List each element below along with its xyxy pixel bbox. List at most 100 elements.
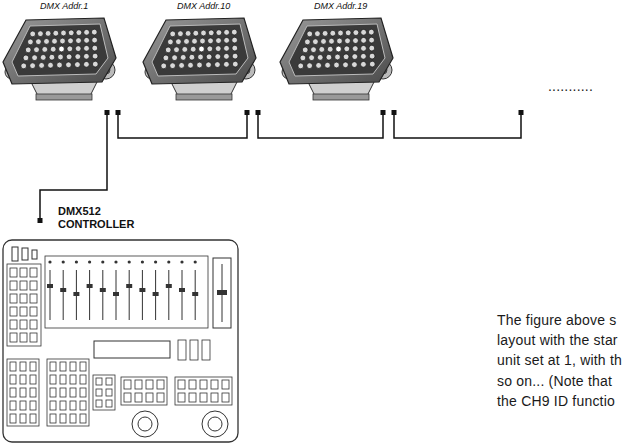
fader-led [62,260,65,263]
led-lens [58,54,64,60]
fader-cap [126,284,132,288]
controller-button [20,307,27,316]
led-lens [38,31,44,37]
terminal-square [38,218,43,223]
controller-button [60,375,66,384]
controller-button [178,393,185,402]
button-panel [121,377,167,405]
led-lens [53,30,59,36]
led-lens [313,39,319,45]
fader-track [89,270,90,320]
led-lens [76,38,82,44]
controller-button [20,401,26,410]
led-lens [91,29,97,35]
led-lens [231,29,237,35]
led-lens [232,37,238,43]
led-lens [319,47,325,53]
led-lens [44,39,50,45]
button-panel [93,375,115,410]
led-lens [311,47,317,53]
led-lens [361,61,367,67]
fader-cap [113,292,119,296]
controller-button [30,320,37,329]
led-lens [369,53,375,59]
led-lens [343,62,349,68]
fader-track [102,270,103,320]
controller-button [178,340,186,360]
fader-led [180,260,183,263]
led-lens [185,31,191,37]
controller-button [106,400,112,407]
controller-button [30,307,37,316]
terminal-square [245,110,250,115]
controller-button [70,401,76,410]
led-lens [338,30,344,36]
fader-cap [87,284,93,288]
led-lens [369,45,375,51]
controller-button [146,380,153,389]
controller-button [30,362,36,371]
led-lens [316,63,322,69]
led-lens [176,39,182,45]
terminal-square [381,110,386,115]
controller-button [190,340,198,360]
led-lens [84,29,90,35]
controller-button [80,362,86,371]
note-text: unit set at 1, with th [497,352,622,368]
controller-button [20,388,26,397]
led-lens [216,30,222,36]
led-lens [184,39,190,45]
controller-illustration [3,240,238,442]
led-lens [336,46,342,52]
led-lens [215,46,221,52]
led-lens [180,55,186,61]
led-lens [305,39,311,45]
fader-led [141,260,144,263]
fader-cap [47,284,53,288]
controller-button [50,362,56,371]
led-lens [201,30,207,36]
controller-button [60,401,66,410]
controller-button [20,320,27,329]
led-lens [198,54,204,60]
led-lens [215,54,221,60]
led-lens [25,47,31,53]
controller-button [50,401,56,410]
led-lens [75,62,81,68]
led-lens [197,62,203,68]
fader-cap [166,284,172,288]
dmx-cable [118,115,247,138]
controller-button [30,388,36,397]
controller-wheel [202,411,228,437]
led-lens [216,38,222,44]
led-lens [352,62,358,68]
led-lens [369,37,375,43]
controller-button [80,401,86,410]
controller-button [10,268,17,277]
led-lens [329,38,335,44]
controller-button [30,294,37,303]
led-lens [178,31,184,37]
controller-button [96,378,102,385]
controller-button [60,362,66,371]
controller-button [80,388,86,397]
terminal-square [116,110,121,115]
led-lens [368,29,374,35]
fixture-panel [12,24,108,76]
led-lens [317,55,323,61]
controller-button [157,380,164,389]
controller-button [80,414,86,423]
led-lens [232,61,238,67]
led-lens [224,45,230,51]
fixture-panel [152,24,248,76]
led-lens [174,47,180,53]
controller-button [106,389,112,396]
led-lens [326,54,332,60]
led-lens [307,63,313,69]
controller-button [30,281,37,290]
fader-track [168,270,169,320]
fader-cap [153,292,159,296]
controller-button [10,375,16,384]
led-lens [92,61,98,67]
led-lens [325,62,331,68]
